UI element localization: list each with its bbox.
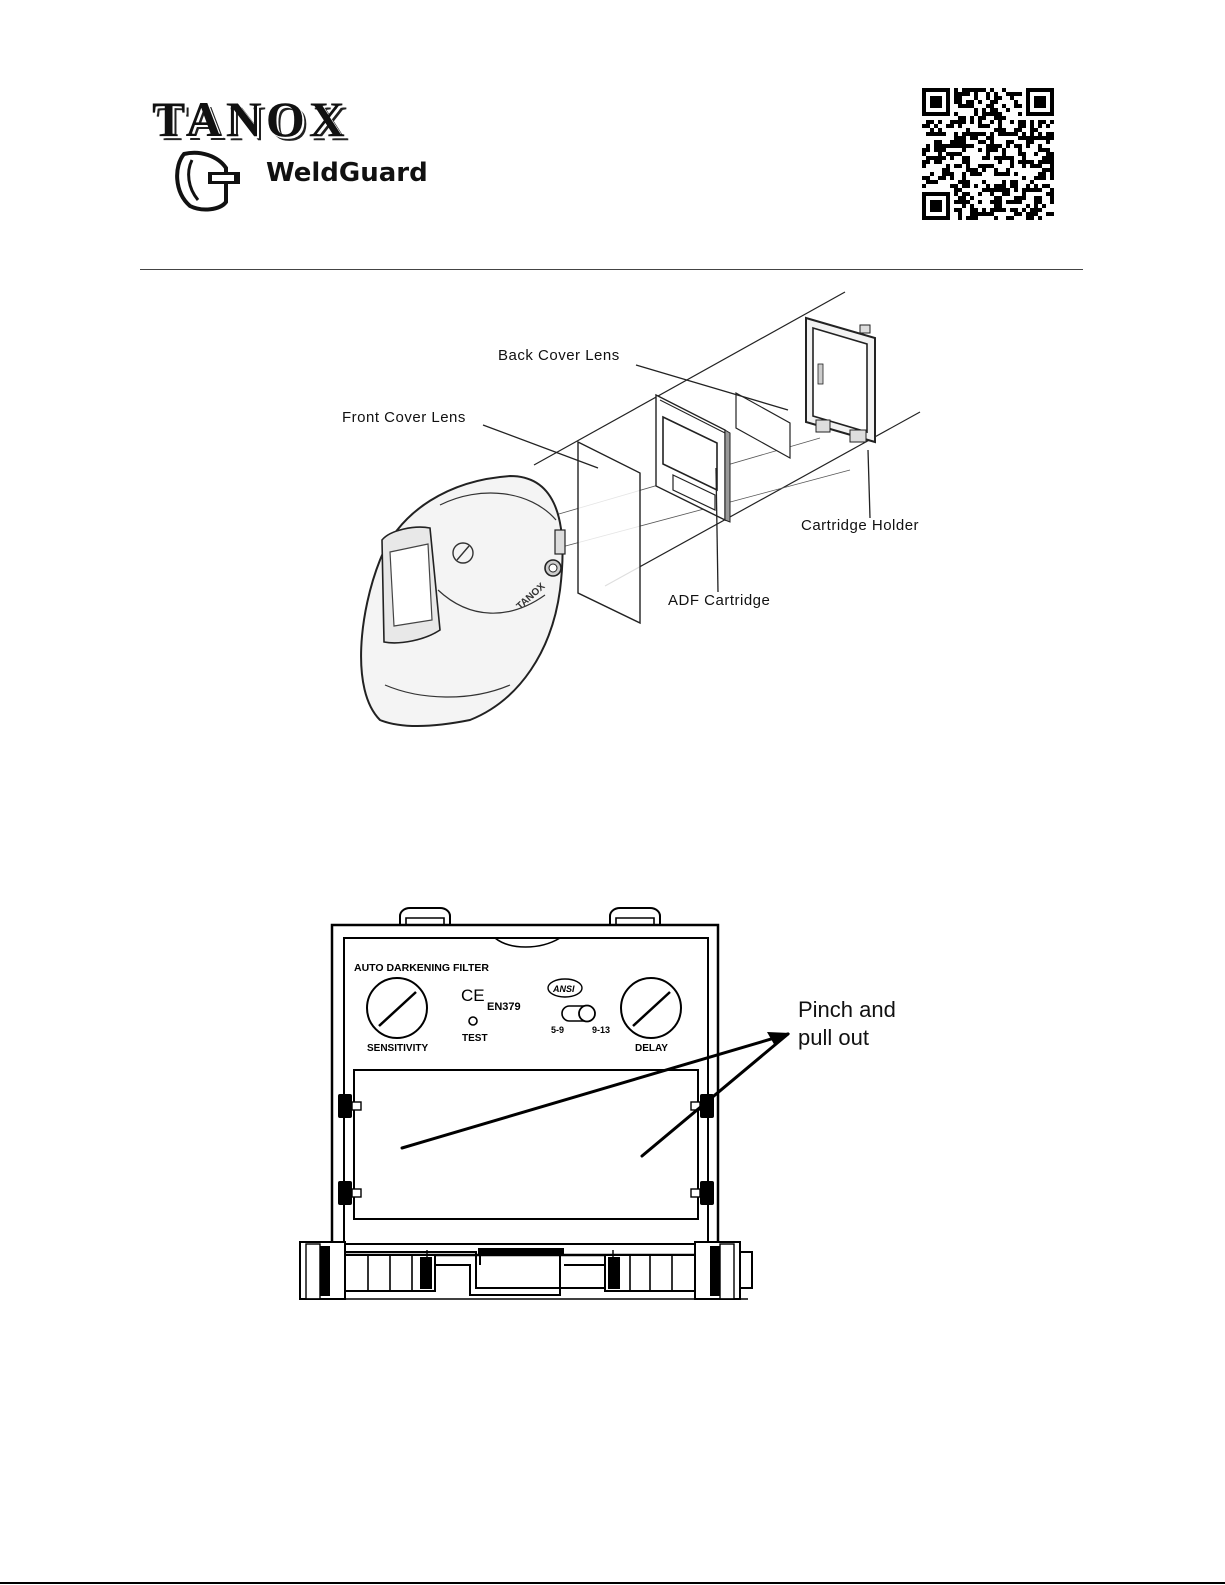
sensitivity-knob-icon (367, 978, 427, 1038)
shade-range-switch-icon (562, 1006, 595, 1022)
ce-mark: CE (461, 986, 485, 1005)
front-cover-lens-label: Front Cover Lens (342, 409, 466, 426)
helmet-logo-icon (172, 148, 252, 212)
pinch-instruction-line1: Pinch and (798, 997, 896, 1022)
delay-knob-icon (621, 978, 681, 1038)
footer-divider (0, 1582, 1225, 1584)
test-button-icon (469, 1017, 477, 1025)
standard-code: EN379 (487, 1001, 521, 1013)
cartridge-holder-label: Cartridge Holder (801, 517, 919, 534)
exploded-view-diagram: TANOX Back Cover Lens Front Cover Lens C… (320, 290, 960, 730)
front-cover-lens-part (578, 442, 640, 623)
filter-title: AUTO DARKENING FILTER (354, 962, 489, 974)
shade-high-label: 9-13 (592, 1025, 610, 1035)
shade-low-label: 5-9 (551, 1025, 564, 1035)
delay-label: DELAY (635, 1043, 668, 1054)
brand-logo: TANOX WeldGuard (150, 92, 460, 222)
product-name: WeldGuard (266, 158, 428, 188)
header-divider (140, 269, 1083, 270)
pinch-instruction-line2: pull out (798, 1025, 869, 1050)
back-cover-lens-label: Back Cover Lens (498, 347, 620, 364)
adf-cartridge-label: ADF Cartridge (668, 592, 770, 609)
welding-helmet-illustration: TANOX (361, 476, 565, 726)
brand-wordmark: TANOX (152, 94, 349, 144)
filter-removal-diagram: AUTO DARKENING FILTER SENSITIVITY CE EN3… (270, 900, 930, 1310)
adf-cartridge-part (656, 395, 730, 522)
sensitivity-label: SENSITIVITY (367, 1043, 428, 1054)
ansi-mark: ANSI (552, 984, 575, 994)
cartridge-holder-part (806, 318, 875, 442)
qr-code-icon (922, 88, 1054, 220)
test-label: TEST (462, 1033, 488, 1044)
filter-lens-window (354, 1070, 698, 1219)
